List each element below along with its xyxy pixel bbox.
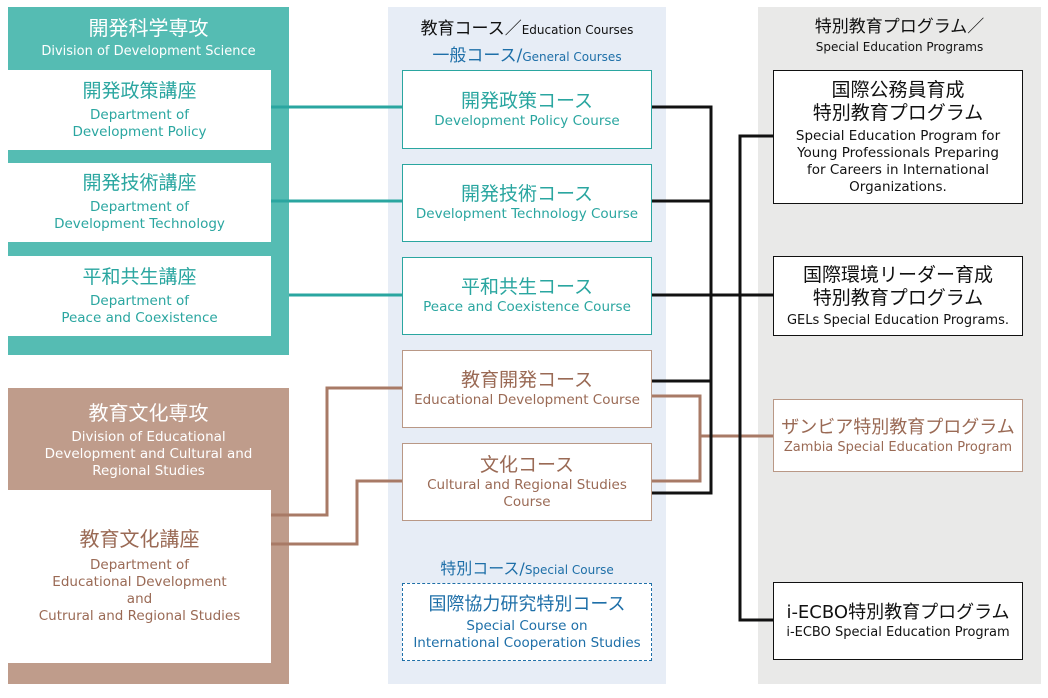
course-culture: 文化コース Cultural and Regional Studies Cour… [402, 443, 652, 521]
special-course-jp: 特別コース/ [440, 559, 525, 578]
general-courses-header: 一般コース/General Courses [388, 45, 666, 68]
program-gels: 国際環境リーダー育成 特別教育プログラム GELs Special Educat… [773, 256, 1023, 336]
edu-culture-jp: 教育文化専攻 [88, 401, 209, 425]
dept-dev-policy-en1: Department of [90, 106, 189, 123]
dept-dev-policy: 開発政策講座 Department of Development Policy [8, 70, 271, 150]
teal-connectors [271, 105, 403, 297]
program-zambia: ザンビア特別教育プログラム Zambia Special Education P… [773, 399, 1023, 472]
course-dev-policy-jp: 開発政策コース [460, 89, 594, 112]
program-young-professionals: 国際公務員育成 特別教育プログラム Special Education Prog… [773, 70, 1023, 204]
program-yp-en3: for Careers in International [806, 161, 990, 178]
edu-culture-en3: Regional Studies [92, 463, 205, 479]
dept-edu-culture: 教育文化講座 Department of Educational Develop… [8, 490, 271, 663]
course-dev-tech-en: Development Technology Course [415, 206, 639, 222]
dept-peace-en1: Department of [90, 292, 189, 309]
course-dev-tech-jp: 開発技術コース [460, 183, 594, 205]
program-gels-en1: GELs Special Education Programs. [786, 312, 1009, 328]
special-programs-header: 特別教育プログラム／ Special Education Programs [758, 14, 1041, 58]
course-culture-jp: 文化コース [479, 453, 575, 476]
education-courses-header: 教育コース／Education Courses [388, 18, 666, 41]
program-yp-en1: Special Education Program for [795, 127, 1001, 144]
course-edu-dev-en: Educational Development Course [414, 392, 640, 408]
course-peace: 平和共生コース Peace and Coexistence Course [402, 257, 652, 335]
program-yp-en4: Organizations. [849, 178, 947, 195]
special-programs-jp: 特別教育プログラム／ [814, 17, 985, 37]
special-programs-en: Special Education Programs [815, 40, 984, 54]
special-course-box-en1: Special Course on [466, 617, 588, 634]
dept-edu-culture-en2: Educational Development [52, 574, 227, 590]
dev-science-header: 開発科学専攻 Division of Development Science [8, 10, 289, 66]
black-bus-right [738, 134, 773, 622]
course-culture-en: Cultural and Regional Studies Course [427, 476, 627, 510]
dept-edu-culture-jp: 教育文化講座 [79, 527, 200, 551]
program-iecbo-jp: i-ECBO特別教育プログラム [786, 602, 1010, 623]
dept-dev-tech-jp: 開発技術講座 [82, 172, 197, 194]
dept-peace: 平和共生講座 Department of Peace and Coexisten… [8, 256, 271, 336]
dept-dev-policy-en2: Development Policy [72, 123, 207, 140]
brown-line-culture [271, 479, 403, 546]
black-connectors [651, 105, 773, 622]
special-course-box-jp: 国際協力研究特別コース [428, 593, 626, 615]
course-edu-dev: 教育開発コース Educational Development Course [402, 350, 652, 428]
course-peace-en: Peace and Coexistence Course [423, 299, 631, 315]
education-courses-en: Education Courses [521, 23, 634, 37]
edu-culture-en2: Development and Cultural and [44, 446, 253, 462]
general-courses-jp: 一般コース/ [432, 46, 523, 66]
program-yp-jp1: 国際公務員育成 [831, 78, 965, 101]
dept-dev-tech-en2: Development Technology [54, 216, 225, 232]
program-gels-jp2: 特別教育プログラム [812, 286, 984, 309]
program-zambia-jp: ザンビア特別教育プログラム [781, 416, 1015, 438]
dept-peace-jp: 平和共生講座 [82, 265, 197, 288]
dev-science-jp: 開発科学専攻 [88, 15, 209, 40]
course-dev-tech: 開発技術コース Development Technology Course [402, 164, 652, 242]
dept-edu-culture-en4: Cutrural and Regional Studies [38, 608, 241, 624]
general-courses-en: General Courses [522, 50, 622, 64]
program-iecbo-en: i-ECBO Special Education Program [786, 625, 1010, 640]
program-iecbo: i-ECBO特別教育プログラム i-ECBO Special Education… [773, 582, 1023, 660]
special-course-en: Special Course [524, 563, 614, 577]
edu-culture-en1: Division of Educational [71, 429, 226, 445]
brown-connectors [271, 386, 773, 546]
special-course-header: 特別コース/Special Course [388, 557, 666, 580]
dept-edu-culture-en1: Department of [90, 557, 189, 573]
course-peace-jp: 平和共生コース [460, 276, 594, 298]
dept-dev-policy-jp: 開発政策講座 [82, 79, 197, 102]
course-edu-dev-jp: 教育開発コース [460, 369, 594, 391]
edu-culture-header: 教育文化専攻 Division of Educational Developme… [8, 396, 289, 486]
dept-dev-tech: 開発技術講座 Department of Development Technol… [8, 163, 271, 242]
black-bus-left [651, 105, 713, 495]
dept-edu-culture-en3: and [126, 591, 153, 607]
brown-line-right [651, 394, 702, 483]
dept-peace-en2: Peace and Coexistence [61, 309, 218, 326]
brown-line-edudev [271, 386, 403, 517]
dept-dev-tech-en1: Department of [90, 199, 189, 215]
course-dev-policy: 開発政策コース Development Policy Course [402, 70, 652, 149]
program-zambia-en: Zambia Special Education Program [783, 439, 1013, 455]
special-course-box-en2: International Cooperation Studies [413, 634, 641, 651]
program-gels-jp1: 国際環境リーダー育成 [802, 263, 993, 286]
program-yp-en2: Young Professionals Preparing [797, 144, 999, 161]
course-dev-policy-en: Development Policy Course [434, 112, 620, 129]
dev-science-en: Division of Development Science [41, 43, 256, 59]
education-courses-jp: 教育コース／ [420, 19, 522, 39]
program-yp-jp2: 特別教育プログラム [812, 101, 984, 124]
special-course-box: 国際協力研究特別コース Special Course on Internatio… [402, 583, 652, 661]
